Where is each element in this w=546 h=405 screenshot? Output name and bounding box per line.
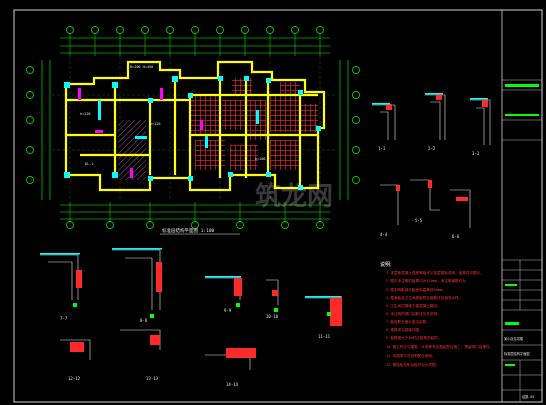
title-block: 某小区住宅楼 标准层结构平面图 结施-05	[501, 10, 542, 402]
detail-bars-upper	[372, 93, 488, 105]
note-8: 8 楼梯详见楼梯详图。	[386, 327, 423, 332]
svg-text:13-13: 13-13	[146, 376, 159, 381]
axis-bubbles	[26, 26, 360, 229]
watermark: 筑龙网	[255, 181, 333, 212]
detail-rebar-lower	[70, 262, 342, 358]
svg-text:B=200 H=450: B=200 H=450	[130, 65, 153, 69]
svg-text:h=120: h=120	[150, 122, 161, 126]
note-3: 3 图中阴影部分板面标高降低50mm。	[386, 287, 446, 292]
columns	[64, 76, 321, 190]
general-notes: 说明: 1 本层板混凝土强度等级详见各层楼板说明，板厚详见图示。 2 图中未注明…	[380, 261, 493, 367]
sheet-title: 标准层结构平面图	[504, 351, 530, 356]
beams	[64, 60, 326, 192]
note-11: 11 本图须与总说明配合使用。	[386, 353, 436, 358]
detail-sections-upper	[372, 94, 491, 228]
svg-text:h=100: h=100	[255, 157, 266, 161]
slab-hatch-areas	[118, 78, 318, 180]
detail-labels-lower: 7-7 8-8 9-9 10-10 11-11 12-12 13-13 14-1…	[60, 308, 331, 387]
watermark-text: 筑龙网	[255, 181, 333, 212]
note-5: 5 卫生间四周墙下做混凝土翻边。	[386, 303, 441, 308]
note-4: 4 屋面板及卫生间楼板附加钢筋详见相关大样。	[386, 295, 462, 300]
notes-header: 说明:	[380, 261, 392, 268]
plan-title: 标准层结构平面图 1:100	[162, 227, 215, 234]
sheet-border	[13, 9, 543, 403]
svg-text:4-4: 4-4	[380, 232, 388, 237]
svg-text:3-3: 3-3	[472, 151, 480, 156]
svg-text:KL-1: KL-1	[85, 162, 93, 166]
project-name: 某小区住宅楼	[504, 336, 524, 341]
svg-text:5-5: 5-5	[415, 218, 423, 223]
openings	[78, 88, 203, 178]
detail-markers-lower	[73, 303, 331, 318]
svg-text:14-14: 14-14	[226, 382, 239, 387]
floor-plan: B=200 H=450 h=120 h=120 h=100 KL-1 标准层结构…	[26, 26, 360, 235]
note-10: 10 施工时应与建筑、水电等专业图纸配合施工，预留洞口及埋件。	[386, 344, 493, 349]
svg-text:1-1: 1-1	[378, 146, 386, 151]
svg-text:10-10: 10-10	[266, 314, 279, 319]
note-6: 6 未注明的洞口加筋详见总说明。	[386, 311, 441, 316]
detail-bars-lower	[40, 248, 341, 298]
svg-text:h=120: h=120	[80, 112, 91, 116]
detail-sections-lower	[40, 249, 341, 370]
svg-text:8-8: 8-8	[140, 318, 148, 323]
dimension-ticks	[69, 34, 321, 222]
note-9: 9 板跨度大于4m时应按规范起拱。	[386, 335, 441, 340]
detail-rebar-upper	[386, 94, 488, 201]
note-2: 2 图中未注明的板厚均为120mm，未注明钢筋均为	[386, 278, 466, 283]
note-1: 1 本层板混凝土强度等级详见各层楼板说明，板厚详见图示。	[386, 270, 484, 275]
svg-text:9-9: 9-9	[224, 308, 232, 313]
plan-annotations: B=200 H=450 h=120 h=120 h=100 KL-1	[80, 65, 266, 166]
note-7: 7 板负筋长度从梁边起算。	[386, 319, 430, 324]
svg-text:6-6: 6-6	[452, 234, 460, 239]
sheet-number: 结施-05	[522, 394, 534, 399]
svg-text:11-11: 11-11	[318, 334, 331, 339]
svg-text:7-7: 7-7	[60, 316, 68, 321]
note-12: 12 悬挑板及阳台板详见大样图。	[386, 362, 439, 367]
svg-text:12-12: 12-12	[68, 376, 81, 381]
svg-text:2-2: 2-2	[428, 146, 436, 151]
detail-labels-upper: 1-1 2-2 3-3 4-4 5-5 6-6	[378, 146, 480, 239]
